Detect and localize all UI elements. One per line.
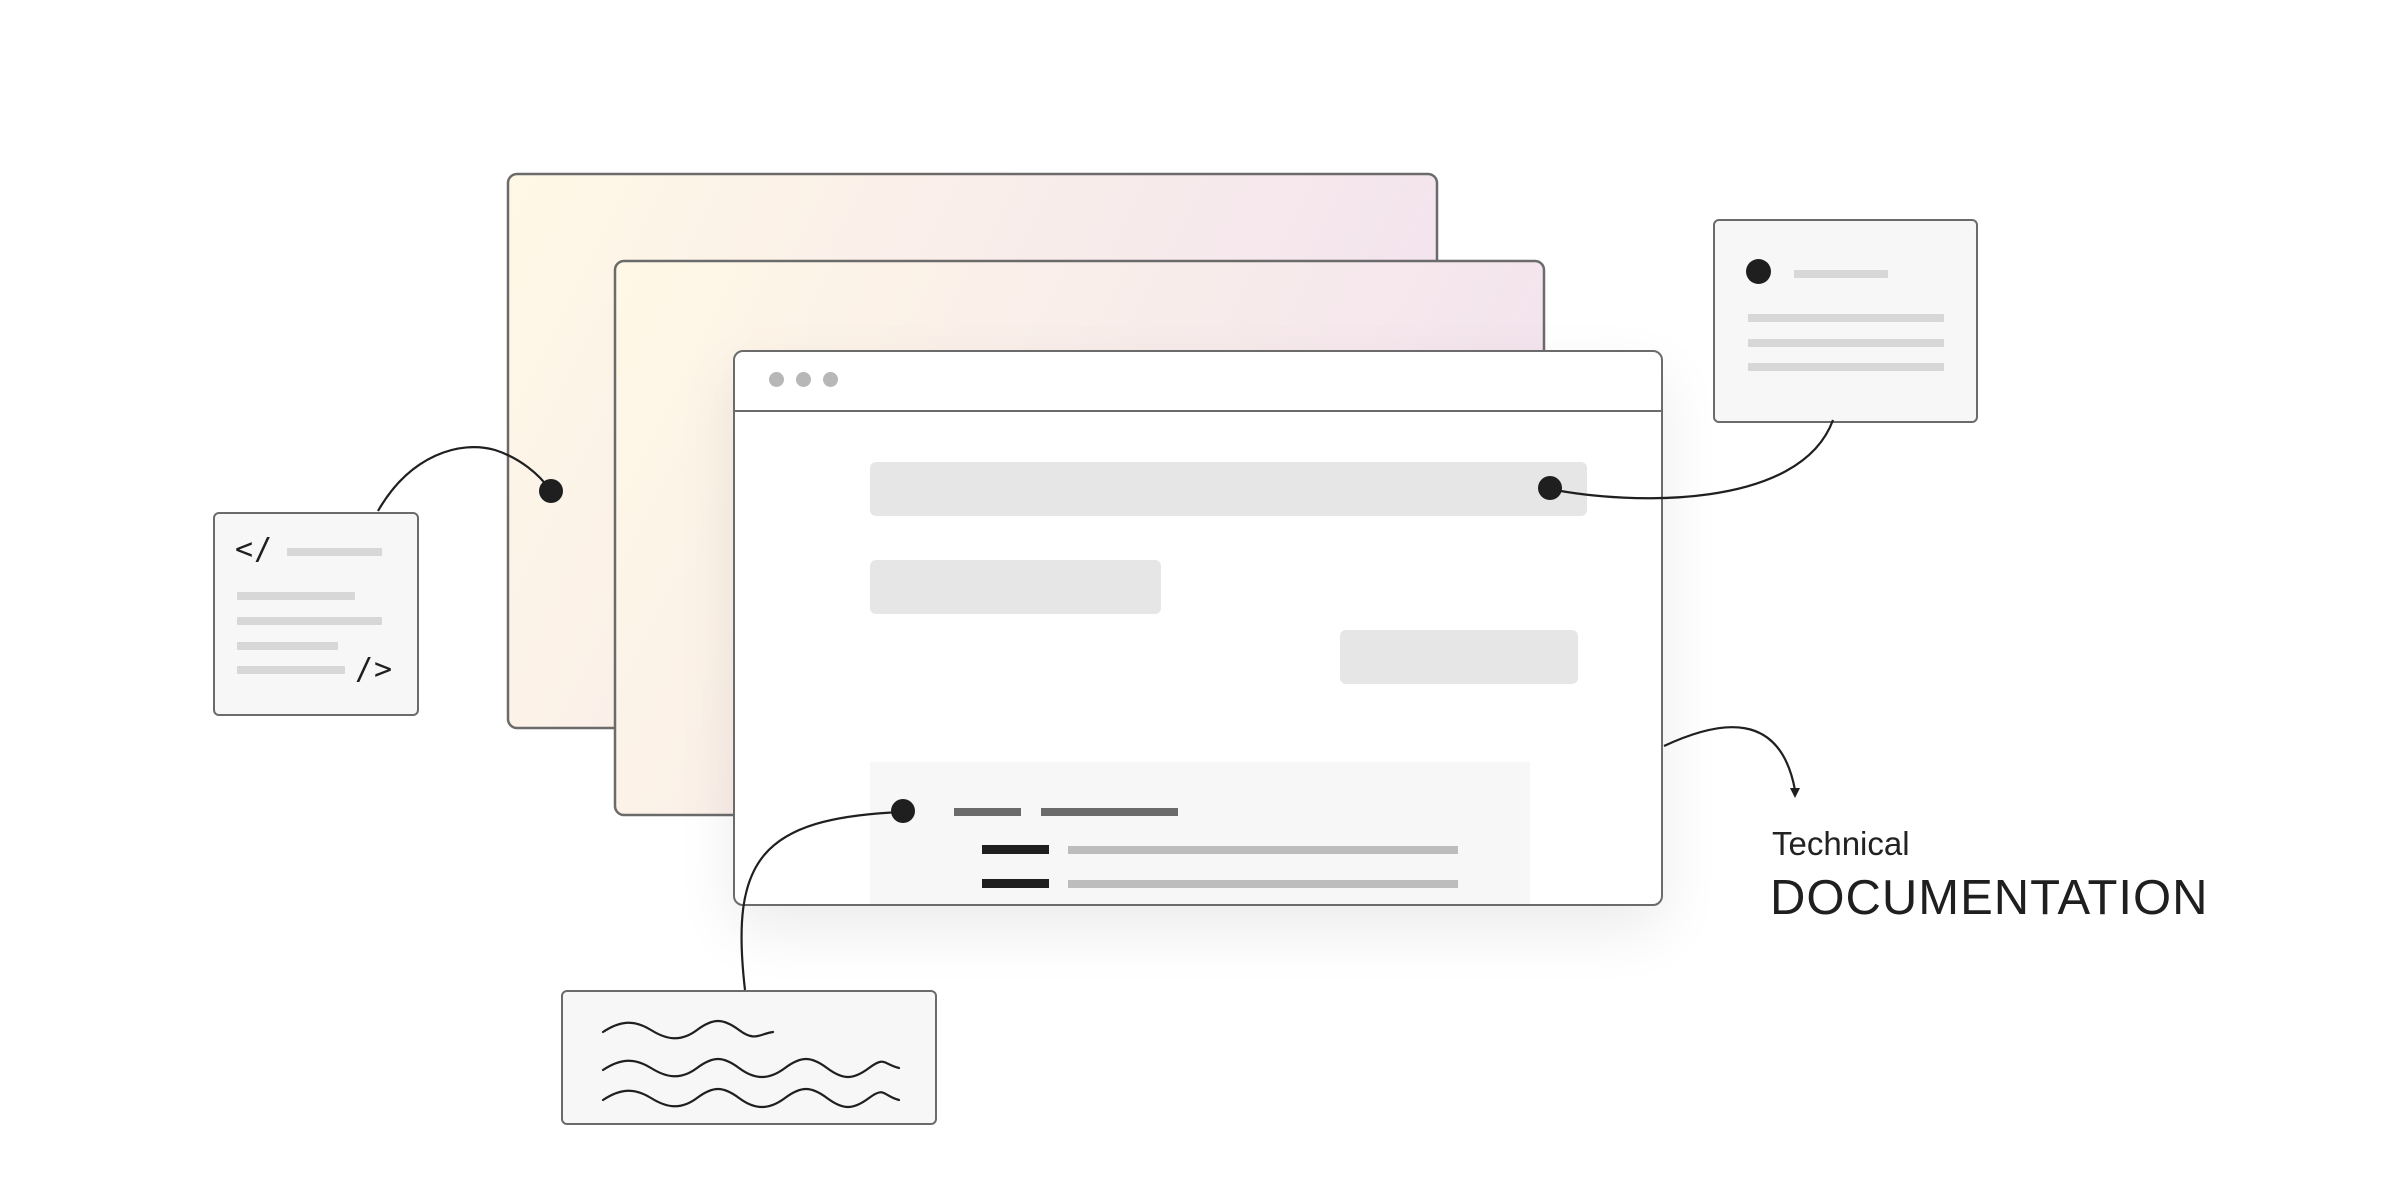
wavy-text-card xyxy=(561,990,937,1125)
bullet-dot xyxy=(1746,259,1771,284)
arrow-icon xyxy=(1790,788,1800,798)
line-black xyxy=(982,879,1049,888)
line-dark xyxy=(954,808,1021,816)
heading-small: Technical xyxy=(1772,825,1910,862)
window-dot-icon[interactable] xyxy=(796,372,811,387)
window-dot-icon[interactable] xyxy=(769,372,784,387)
connector-dot xyxy=(539,479,563,503)
line-dark xyxy=(1041,808,1178,816)
heading-large: DOCUMENTATION xyxy=(1770,871,2209,925)
line-gray xyxy=(1068,846,1458,854)
code-open-tag: </ xyxy=(235,532,274,567)
placeholder-bar-short xyxy=(870,560,1161,614)
connector-dot xyxy=(891,799,915,823)
placeholder-bar-right xyxy=(1340,630,1578,684)
code-close-tag: /> xyxy=(355,652,394,687)
browser-titlebar xyxy=(735,352,1661,412)
window-dot-icon[interactable] xyxy=(823,372,838,387)
placeholder-bar-wide xyxy=(870,462,1587,516)
info-card xyxy=(1713,219,1978,423)
connector-dot xyxy=(1538,476,1562,500)
wavy-text-icon xyxy=(601,1019,901,1109)
line-black xyxy=(982,845,1049,854)
content-panel xyxy=(870,762,1530,904)
line-gray xyxy=(1068,880,1458,888)
code-card: </ /> xyxy=(213,512,419,716)
